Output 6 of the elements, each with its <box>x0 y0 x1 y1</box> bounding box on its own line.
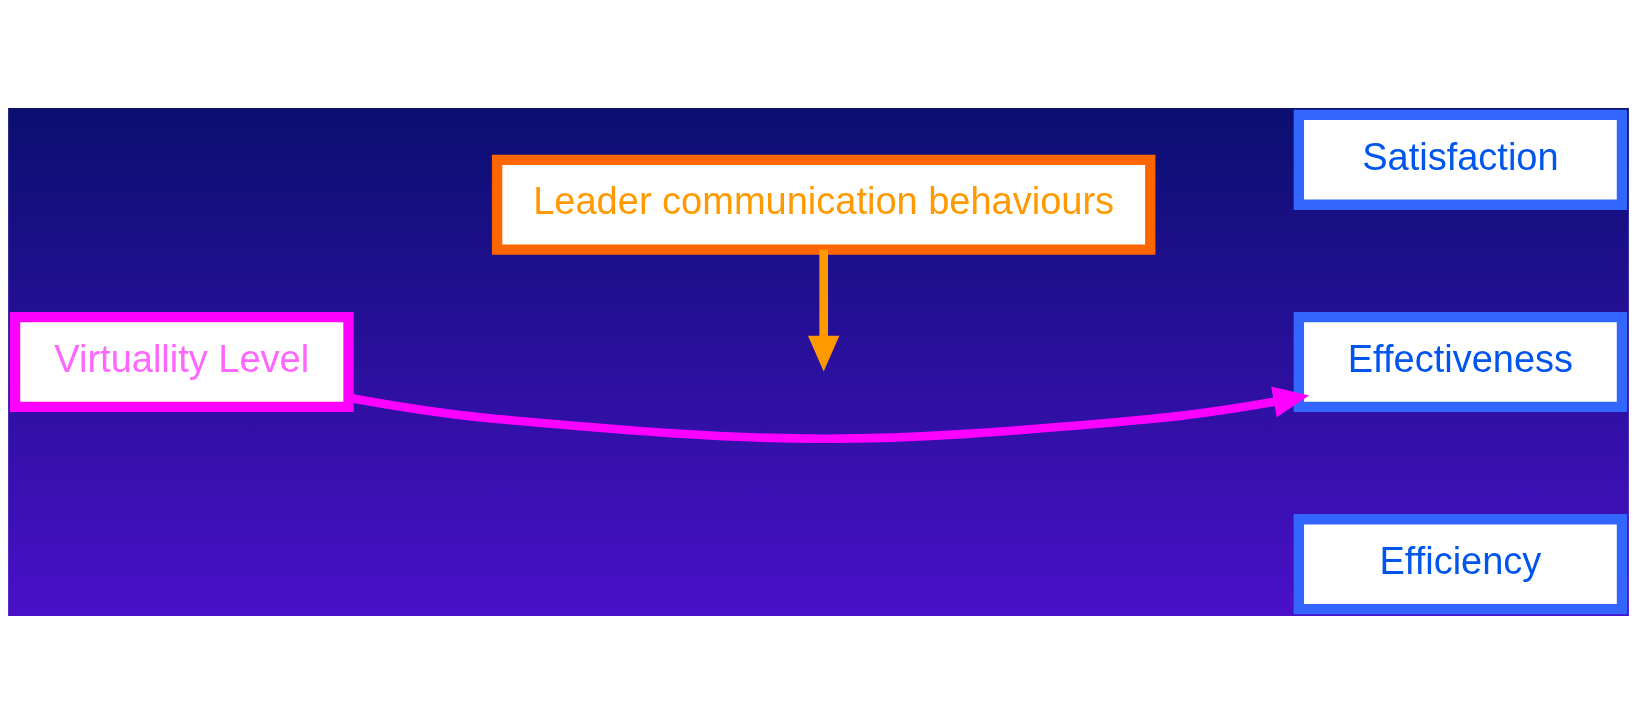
node-box: Efficiency <box>1293 513 1628 614</box>
node-box: Virtuallity Level <box>9 311 354 412</box>
arrow <box>808 249 840 372</box>
node-box: Satisfaction <box>1293 109 1628 210</box>
node-box: Effectiveness <box>1293 311 1628 412</box>
node-box: Leader communication behaviours <box>491 154 1156 255</box>
